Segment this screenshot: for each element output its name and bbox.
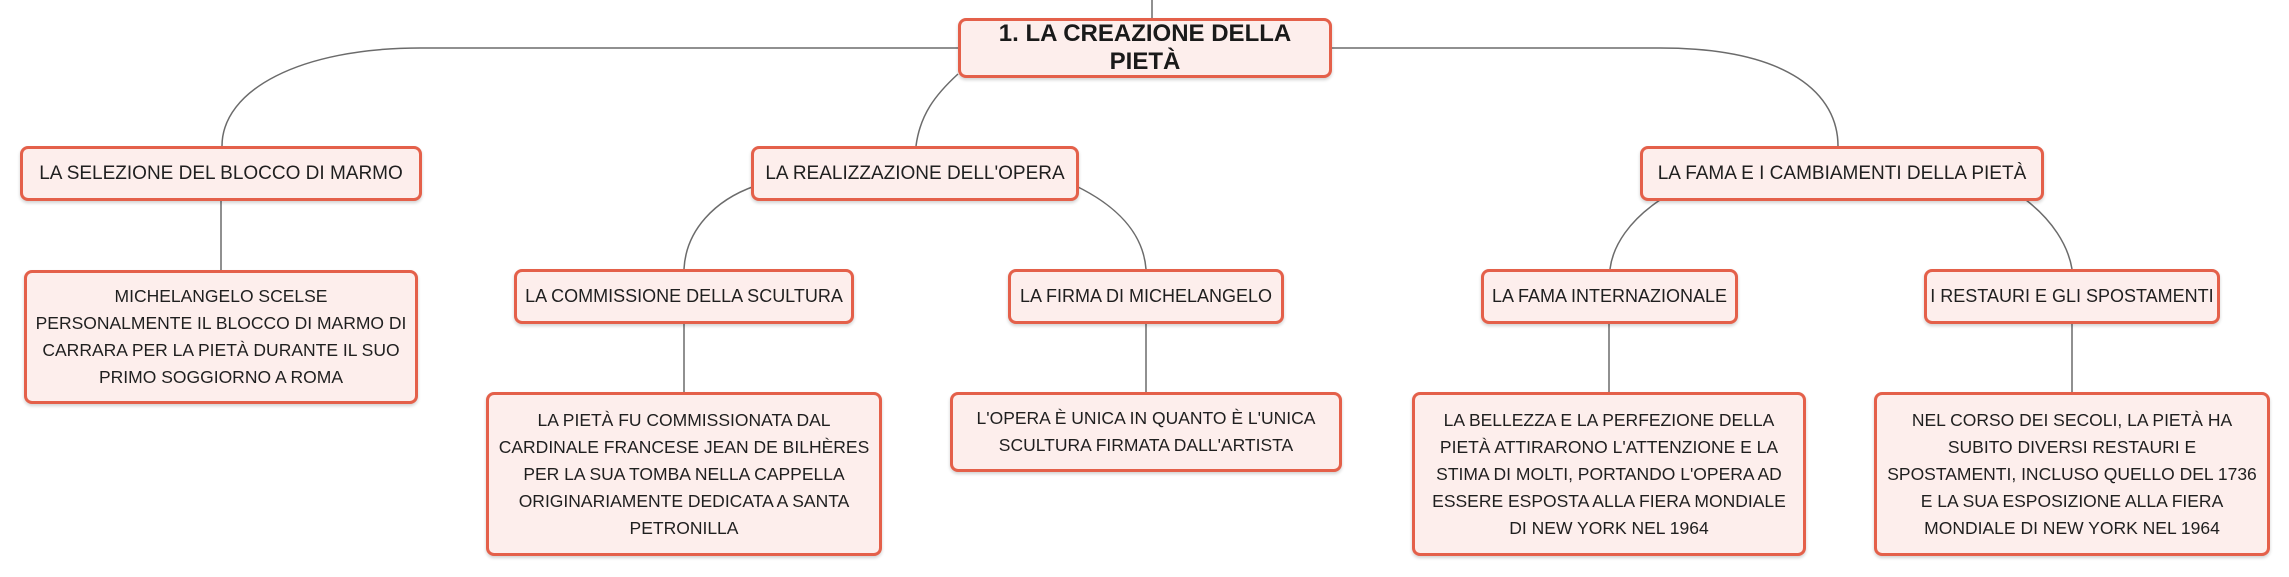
- detail-text: LA BELLEZZA E LA PERFEZIONE DELLA PIETÀ …: [1432, 409, 1786, 538]
- topic-selezione-marmo[interactable]: LA SELEZIONE DEL BLOCCO DI MARMO: [20, 146, 422, 201]
- detail-text: NEL CORSO DEI SECOLI, LA PIETÀ HA SUBITO…: [1887, 409, 2257, 538]
- detail-fama-internazionale[interactable]: LA BELLEZZA E LA PERFEZIONE DELLA PIETÀ …: [1412, 392, 1806, 556]
- connector-fama-to-internazionale: [1609, 199, 1661, 270]
- root-label: 1. LA CREAZIONE DELLA PIETÀ: [998, 20, 1292, 75]
- subtopic-firma-michelangelo[interactable]: LA FIRMA DI MICHELANGELO: [1008, 269, 1284, 324]
- connector-root-to-fama: [1332, 47, 1839, 147]
- subtopic-restauri-spostamenti[interactable]: I RESTAURI E GLI SPOSTAMENTI: [1924, 269, 2220, 324]
- subtopic-fama-internazionale[interactable]: LA FAMA INTERNAZIONALE: [1481, 269, 1738, 324]
- connector-fama-to-restauri: [2025, 199, 2073, 270]
- detail-text: L'OPERA È UNICA IN QUANTO È L'UNICA SCUL…: [976, 408, 1316, 455]
- topic-label: LA REALIZZAZIONE DELL'OPERA: [765, 162, 1065, 184]
- root-node[interactable]: 1. LA CREAZIONE DELLA PIETÀ: [958, 18, 1332, 78]
- topic-label: LA FAMA E I CAMBIAMENTI DELLA PIETÀ: [1657, 162, 2027, 184]
- connector-realizzazione-to-firma: [1075, 185, 1147, 270]
- subtopic-commissione-scultura[interactable]: LA COMMISSIONE DELLA SCULTURA: [514, 269, 854, 324]
- topic-realizzazione-opera[interactable]: LA REALIZZAZIONE DELL'OPERA: [751, 146, 1079, 201]
- detail-restauri-spostamenti[interactable]: NEL CORSO DEI SECOLI, LA PIETÀ HA SUBITO…: [1874, 392, 2270, 556]
- detail-firma-michelangelo[interactable]: L'OPERA È UNICA IN QUANTO È L'UNICA SCUL…: [950, 392, 1342, 472]
- connector-root-to-realizzazione: [915, 73, 959, 147]
- connector-root-to-marmo: [221, 47, 958, 147]
- detail-text: LA PIETÀ FU COMMISSIONATA DAL CARDINALE …: [498, 409, 870, 538]
- detail-text: MICHELANGELO SCELSE PERSONALMENTE IL BLO…: [35, 286, 407, 387]
- subtopic-label: LA FIRMA DI MICHELANGELO: [1019, 286, 1273, 306]
- detail-selezione-marmo[interactable]: MICHELANGELO SCELSE PERSONALMENTE IL BLO…: [24, 270, 418, 404]
- topic-fama-cambiamenti[interactable]: LA FAMA E I CAMBIAMENTI DELLA PIETÀ: [1640, 146, 2044, 201]
- subtopic-label: LA FAMA INTERNAZIONALE: [1491, 286, 1728, 306]
- detail-commissione-scultura[interactable]: LA PIETÀ FU COMMISSIONATA DAL CARDINALE …: [486, 392, 882, 556]
- connector-realizzazione-to-commissione: [683, 185, 756, 270]
- topic-label: LA SELEZIONE DEL BLOCCO DI MARMO: [39, 162, 403, 184]
- subtopic-label: LA COMMISSIONE DELLA SCULTURA: [525, 286, 843, 306]
- subtopic-label: I RESTAURI E GLI SPOSTAMENTI: [1930, 286, 2214, 306]
